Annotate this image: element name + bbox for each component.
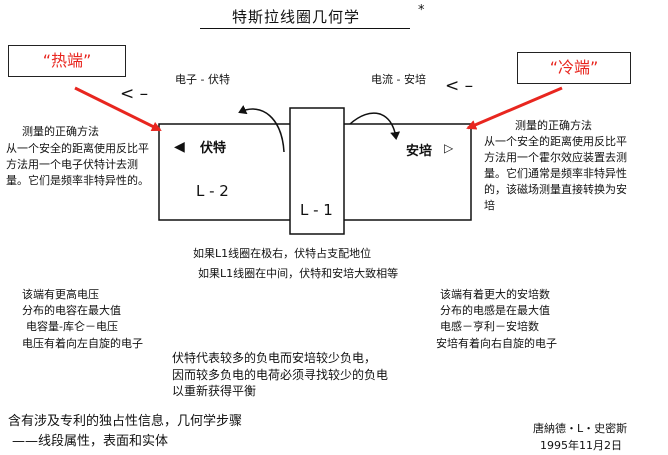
- middle-paragraph-line-3: 以重新获得平衡: [172, 384, 257, 398]
- footer-line-2: ——线段属性，表面和实体: [12, 434, 169, 449]
- center-note-2: 如果L1线圈在中间，伏特和安培大致相等: [198, 267, 399, 280]
- left-end-note-2: 分布的电容在最大值: [22, 304, 121, 317]
- document-date: 1995年11月2日: [540, 439, 622, 452]
- right-end-note-3: 电感－亨利－安培数: [440, 320, 539, 333]
- left-measure-heading: 测量的正确方法: [22, 125, 99, 138]
- left-end-note-1: 该端有更高电压: [22, 288, 99, 301]
- volt-label: 伏特: [200, 141, 227, 156]
- right-end-note-2: 分布的电感是在最大值: [440, 304, 550, 317]
- l1-coil-outline: [289, 107, 345, 235]
- left-measure-body: 从一个安全的距离使用反比平方法用一个电子伏特计去测量。它们是频率非特异性的。: [6, 142, 149, 187]
- left-direction-arrow-2: < –: [445, 76, 474, 96]
- left-end-note-4: 电压有着向左自旋的电子: [22, 337, 143, 350]
- right-end-note-4: 安培有着向右自旋的电子: [436, 337, 557, 350]
- left-arrow-icon: ◀: [174, 139, 185, 155]
- electron-flow-label: 电子 - 伏特: [175, 73, 230, 86]
- right-curved-arrow: [349, 112, 401, 140]
- left-end-note-3: 电容量-库仑－电压: [26, 320, 118, 333]
- right-end-note-1: 该端有着更大的安培数: [440, 288, 550, 301]
- page-title: 特斯拉线圈几何学: [232, 8, 361, 26]
- hot-end-tag: “热端”: [8, 45, 126, 77]
- cold-end-tag: “冷端”: [517, 52, 631, 84]
- middle-paragraph-line-1: 伏特代表较多的负电而安培较少负电，: [172, 351, 377, 365]
- right-measure-body: 从一个安全的距离使用反比平方法用一个霍尔效应装置去测量。它们通常是频率非特异性的…: [484, 135, 627, 212]
- title-underline: [200, 28, 410, 29]
- middle-paragraph-line-2: 因而较多负电的电荷必须寻找较少的负电: [172, 368, 389, 382]
- author-name: 唐納德・L・史密斯: [533, 422, 628, 435]
- l1-label: L - 1: [300, 201, 333, 219]
- hot-end-pointer-arrow: [74, 86, 162, 132]
- amp-label: 安培: [406, 144, 433, 159]
- center-note-1: 如果L1线圈在极右，伏特占支配地位: [193, 247, 372, 260]
- footer-line-1: 含有涉及专利的独占性信息，几何学步骤: [8, 414, 243, 429]
- left-curved-arrow: [238, 104, 285, 153]
- right-arrow-icon: ▷: [444, 141, 454, 155]
- l2-label: L - 2: [196, 182, 229, 200]
- right-measure-heading: 测量的正确方法: [515, 119, 592, 132]
- current-flow-label: 电流 - 安培: [371, 73, 426, 86]
- cold-end-pointer-arrow: [466, 86, 563, 130]
- left-direction-arrow-1: < –: [120, 84, 149, 104]
- asterisk-mark: *: [418, 3, 425, 18]
